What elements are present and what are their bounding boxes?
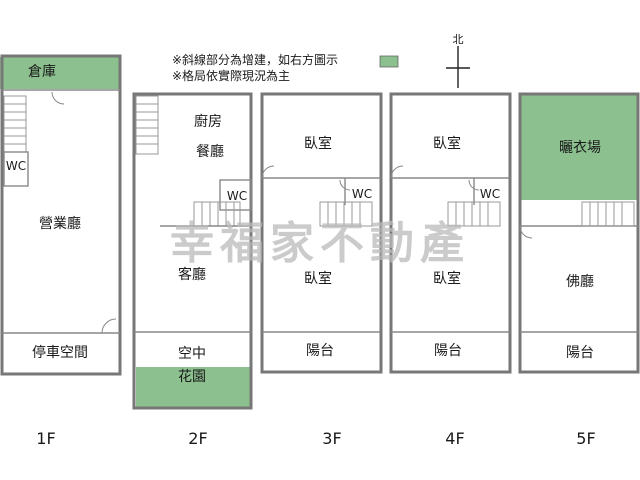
garage-label: 倉庫 bbox=[28, 63, 56, 80]
floor-label-5f: 5F bbox=[576, 429, 595, 448]
floor-5f-walls bbox=[518, 92, 640, 374]
shrine-room-label: 佛廳 bbox=[566, 273, 594, 290]
floor-label-2f: 2F bbox=[188, 429, 207, 448]
sky-garden-label-1: 空中 bbox=[178, 346, 206, 362]
stair-icon bbox=[3, 95, 27, 153]
wc-room bbox=[3, 151, 29, 187]
stair-icon bbox=[581, 201, 635, 227]
floor-3f-walls bbox=[260, 92, 383, 374]
garage-extension bbox=[0, 57, 120, 89]
stair-icon bbox=[193, 201, 241, 227]
stair-icon bbox=[319, 201, 373, 227]
legend-extension-swatch bbox=[379, 55, 399, 68]
kitchen-label: 廚房 bbox=[194, 113, 222, 130]
bedroom-label-4f-back: 臥室 bbox=[433, 270, 461, 287]
note-extension: ※斜線部分為增建，如右方圖示 bbox=[172, 52, 338, 67]
bedroom-label-4f-front: 臥室 bbox=[433, 135, 461, 152]
floor-5f: 曬衣場 佛廳 陽台 5F bbox=[518, 92, 640, 448]
compass-label: 北 bbox=[453, 33, 464, 46]
balcony-label-3f: 陽台 bbox=[306, 343, 334, 359]
note-layout: ※格局依實際現況為主 bbox=[172, 68, 290, 83]
stair-icon bbox=[447, 201, 501, 227]
wc-label-2f: WC bbox=[227, 189, 247, 203]
wc-room bbox=[219, 179, 252, 211]
balcony-label-4f: 陽台 bbox=[434, 343, 462, 359]
balcony-label-5f: 陽台 bbox=[566, 345, 594, 361]
watermark-text: 幸福家不動產 bbox=[170, 218, 470, 269]
bedroom-label-3f-front: 臥室 bbox=[304, 135, 332, 152]
floor-1f-walls bbox=[0, 54, 122, 376]
floor-label-1f: 1F bbox=[36, 429, 55, 448]
floor-1f: WC 倉庫 營業廳 停車空間 1F bbox=[0, 54, 122, 448]
living-room-label: 客廳 bbox=[178, 266, 206, 283]
floor-2f: WC 廚房 餐廳 客廳 空中 花園 2F bbox=[132, 92, 253, 448]
floor-3f: WC 臥室 臥室 陽台 3F bbox=[260, 92, 383, 448]
sky-garden-label-2: 花園 bbox=[178, 369, 206, 385]
floor-4f: WC 臥室 臥室 陽台 4F bbox=[389, 92, 512, 448]
laundry-extension bbox=[520, 95, 638, 200]
wc-label-4f: WC bbox=[480, 187, 500, 201]
wc-label-1f: WC bbox=[6, 159, 26, 173]
floor-label-3f: 3F bbox=[322, 429, 341, 448]
garden-extension bbox=[136, 367, 251, 408]
floor-label-4f: 4F bbox=[445, 429, 464, 448]
stair-icon bbox=[135, 95, 159, 155]
north-arrow-icon: 北 bbox=[446, 33, 470, 88]
parking-space-label: 停車空間 bbox=[32, 344, 88, 361]
dining-label: 餐廳 bbox=[196, 143, 224, 160]
laundry-area-label: 曬衣場 bbox=[559, 140, 601, 156]
business-hall-label: 營業廳 bbox=[39, 215, 81, 232]
floor-4f-walls bbox=[389, 92, 512, 374]
wc-label-3f: WC bbox=[352, 187, 372, 201]
bedroom-label-3f-back: 臥室 bbox=[304, 270, 332, 287]
floor-2f-walls bbox=[132, 92, 253, 410]
